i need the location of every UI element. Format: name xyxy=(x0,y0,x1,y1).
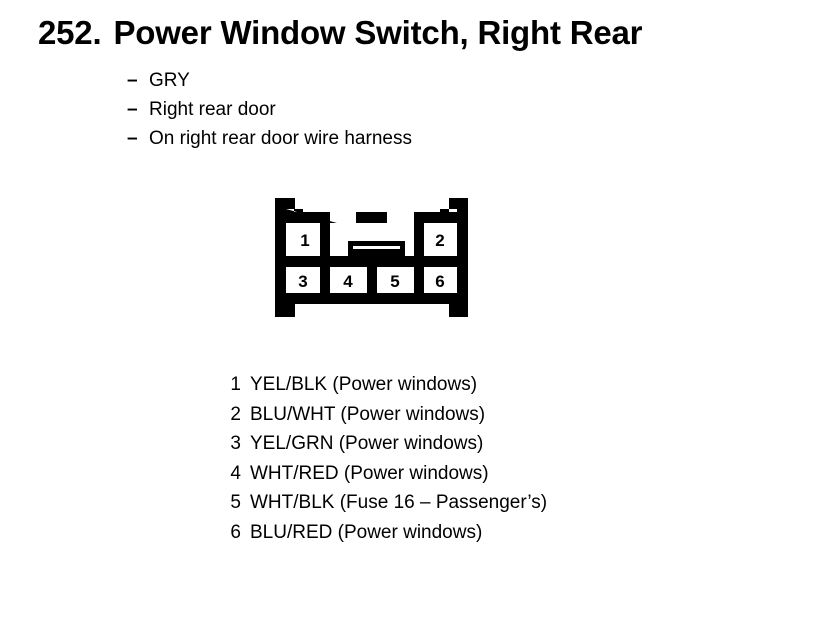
connector-pin-4: 4 xyxy=(343,272,353,291)
pin-legend-row: 4 WHT/RED (Power windows) xyxy=(219,459,547,489)
pin-legend-row: 1 YEL/BLK (Power windows) xyxy=(219,370,547,400)
connector-diagram: 1 2 3 4 5 6 xyxy=(268,190,488,340)
pin-legend-text: YEL/BLK (Power windows) xyxy=(250,374,478,395)
pin-legend-index: 3 xyxy=(230,433,241,454)
attribute-item-label: On right rear door wire harness xyxy=(149,128,412,149)
connector-pin-6: 6 xyxy=(435,272,444,291)
pin-legend-row: 6 BLU/RED (Power windows) xyxy=(219,518,547,548)
pin-legend-index: 4 xyxy=(230,462,241,484)
pin-legend: 1 YEL/BLK (Power windows) 2 BLU/WHT (Power… xyxy=(219,370,547,547)
page-title-text: Power Window Switch, Right Rear xyxy=(113,14,643,51)
connector-pin-5: 5 xyxy=(390,272,399,291)
connector-svg: 1 2 3 4 5 6 xyxy=(275,198,468,317)
dash-bullet-icon: – xyxy=(127,70,138,91)
attribute-item-harness: –On right rear door wire harness xyxy=(127,124,412,153)
connector-pin-1: 1 xyxy=(300,231,309,250)
pin-legend-text: BLU/WHT (Power windows) xyxy=(250,403,486,425)
connector-pin-3: 3 xyxy=(298,272,307,291)
connector-latch-icon xyxy=(348,241,405,257)
attribute-item-location: –Right rear door xyxy=(127,95,412,124)
attribute-item-label: GRY xyxy=(149,70,190,91)
pin-legend-text: WHT/RED (Power windows) xyxy=(250,462,489,484)
page-title: 252. Power Window Switch, Right Rear xyxy=(38,14,643,52)
attribute-item-color: –GRY xyxy=(127,66,412,95)
connector-pin-2: 2 xyxy=(435,231,444,250)
pin-legend-row: 3 YEL/GRN (Power windows) xyxy=(219,429,547,459)
pin-legend-text: BLU/RED (Power windows) xyxy=(250,521,483,543)
dash-bullet-icon: – xyxy=(127,128,138,149)
attribute-list: –GRY –Right rear door –On right rear doo… xyxy=(127,66,412,153)
pin-legend-row: 2 BLU/WHT (Power windows) xyxy=(219,400,547,430)
page-title-number: 252. xyxy=(38,14,102,51)
connector-body-outline xyxy=(275,198,468,317)
pin-legend-text: WHT/BLK (Fuse 16 – Passenger’s) xyxy=(250,492,548,513)
dash-bullet-icon: – xyxy=(127,99,138,120)
pin-legend-text: YEL/GRN (Power windows) xyxy=(250,433,484,454)
pin-legend-row: 5 WHT/BLK (Fuse 16 – Passenger’s) xyxy=(219,488,547,518)
pin-legend-index: 6 xyxy=(230,521,241,543)
pin-legend-index: 1 xyxy=(230,374,241,395)
pin-legend-index: 5 xyxy=(230,492,241,513)
attribute-item-label: Right rear door xyxy=(149,99,276,120)
pin-legend-index: 2 xyxy=(230,403,241,425)
